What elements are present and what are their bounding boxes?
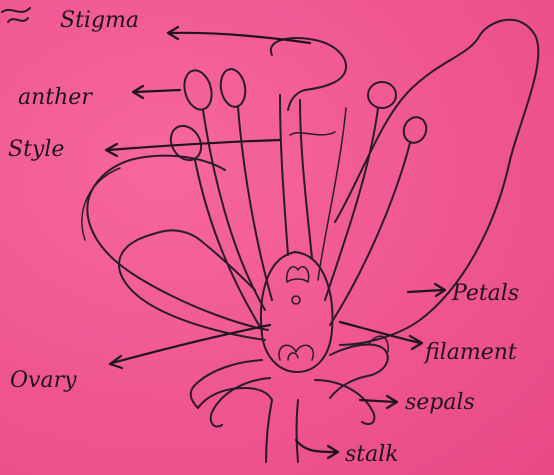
corner-mark: [2, 8, 30, 22]
filament-4: [325, 108, 378, 300]
arrow-style: [106, 140, 280, 156]
filament-2: [238, 107, 272, 300]
style-left-line: [280, 95, 288, 255]
label-anther: anther: [18, 87, 92, 109]
anther-2: [218, 67, 248, 109]
label-sepals: sepals: [405, 392, 475, 414]
label-style: Style: [8, 139, 64, 161]
arrow-anther: [133, 86, 180, 98]
arrow-stigma: [168, 27, 310, 43]
ovule-top: [287, 267, 309, 282]
stigma-head: [271, 38, 346, 110]
ovule-middle: [292, 296, 300, 304]
left-outer-petal: [87, 156, 268, 330]
label-ovary: Ovary: [10, 370, 77, 392]
arrow-stalk: [296, 440, 338, 458]
ovule-bottom-inner: [288, 353, 298, 360]
label-filament: filament: [425, 342, 517, 364]
label-stalk: stalk: [345, 444, 399, 466]
anther-5: [400, 114, 430, 146]
filament-5: [330, 143, 410, 325]
anther-1: [180, 67, 215, 112]
sepal-bottom-right: [315, 380, 374, 424]
style-right-line: [300, 100, 312, 258]
arrow-petals: [408, 284, 445, 296]
label-stigma: Stigma: [60, 10, 139, 32]
sepal-bottom-left: [211, 378, 270, 427]
label-petals: Petals: [452, 283, 519, 305]
stalk-right: [297, 400, 299, 462]
stalk-left: [266, 400, 272, 462]
style-squiggle: [290, 132, 335, 135]
sepal-right: [330, 345, 388, 398]
anther-4: [368, 82, 396, 108]
ovule-bottom: [279, 345, 313, 360]
sepal-left: [191, 360, 272, 408]
